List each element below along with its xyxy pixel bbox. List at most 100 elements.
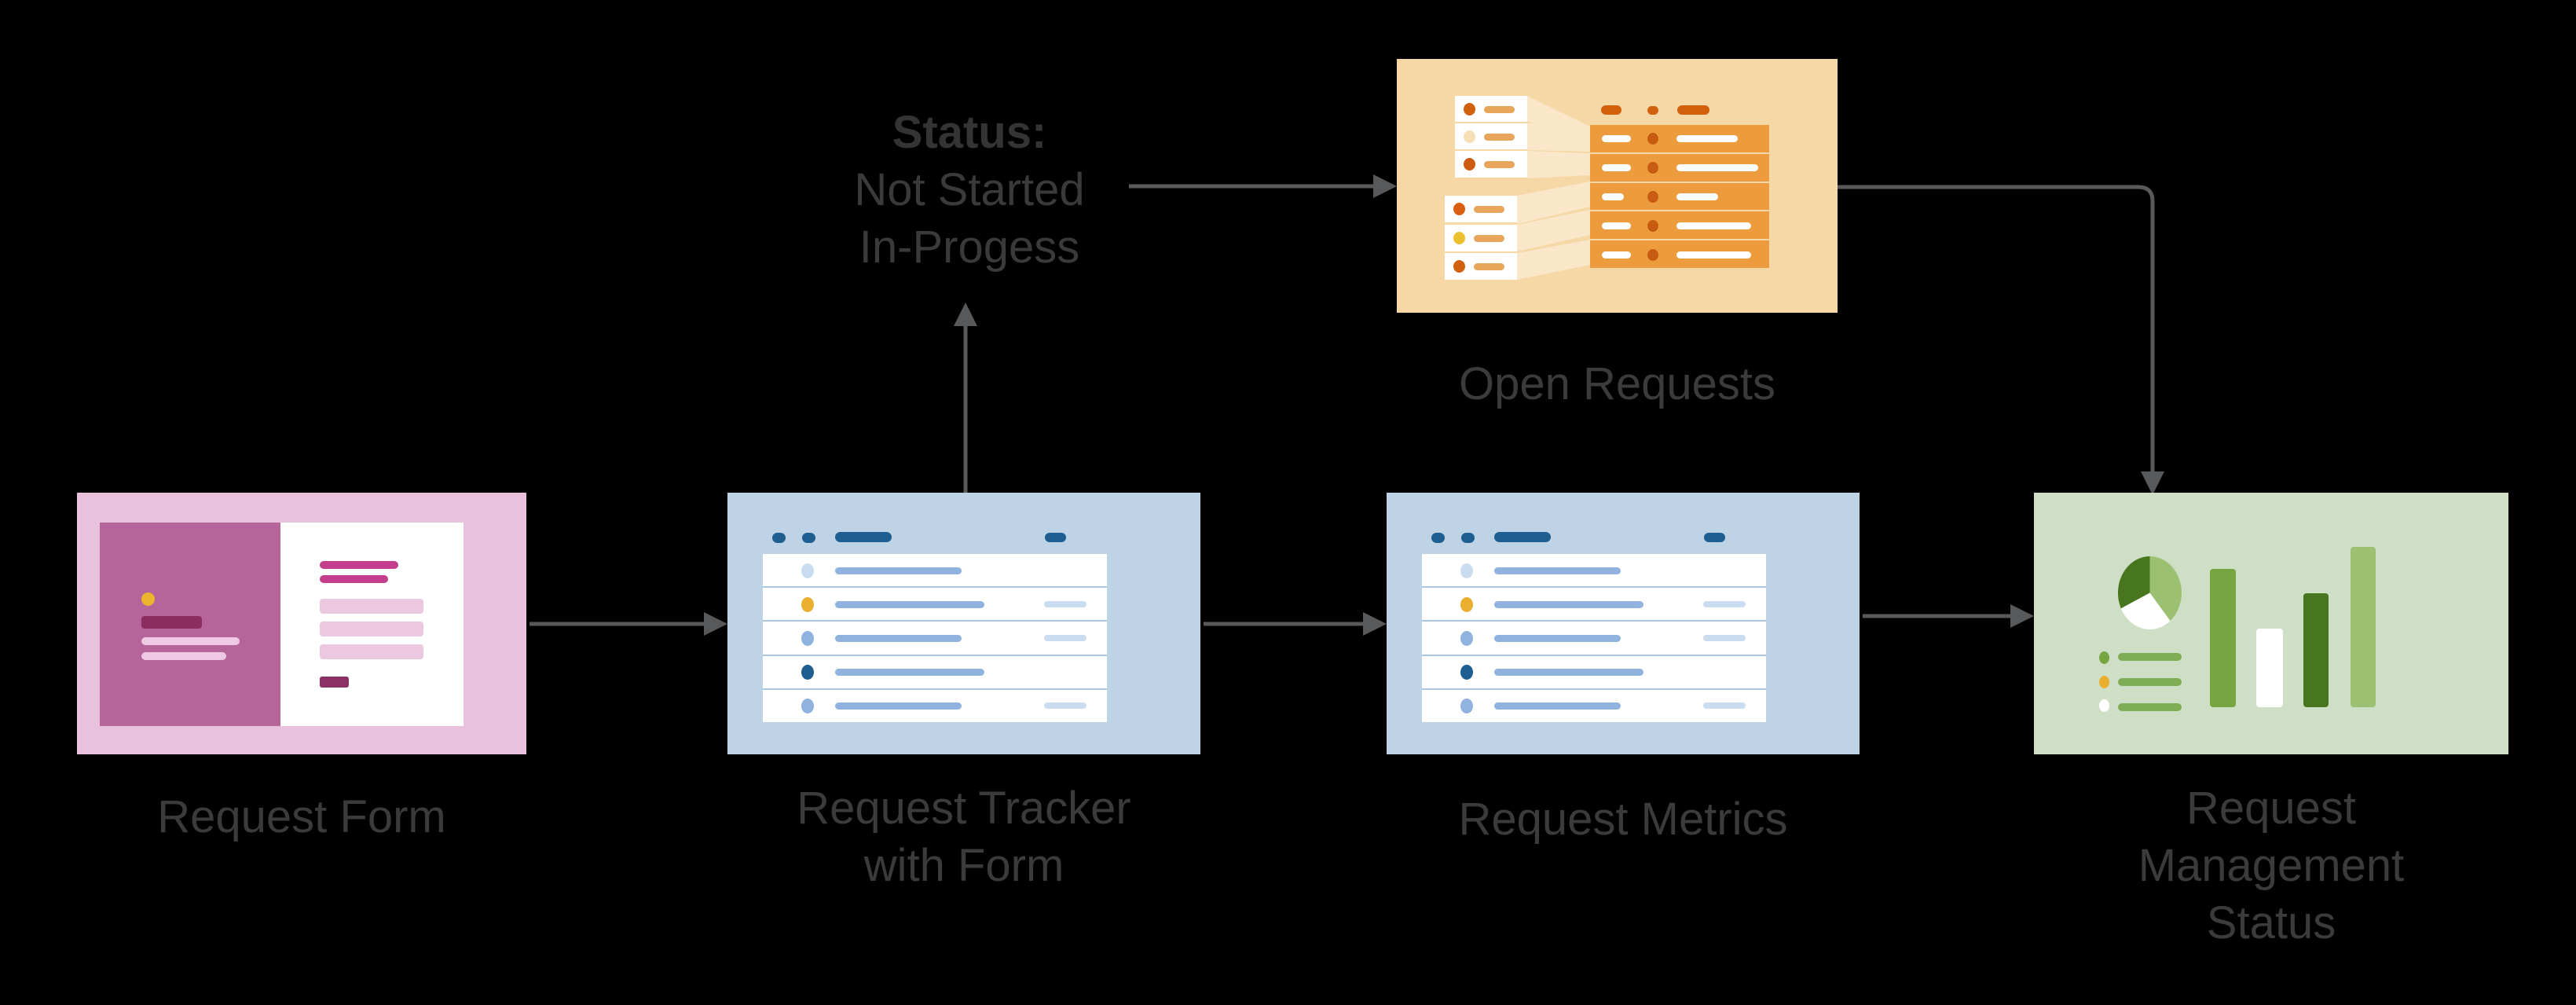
form-submit-button-shape: [320, 677, 349, 688]
cell-dot-icon: [1647, 162, 1658, 174]
cell-line: [1602, 135, 1631, 143]
table-row: [1590, 211, 1769, 240]
legend-dot-icon: [2099, 651, 2109, 664]
status-dot-icon: [1460, 665, 1473, 680]
row-text-line: [1494, 702, 1621, 710]
row-text-line: [835, 600, 984, 608]
window-dot-icon: [772, 533, 786, 543]
request-management-label-line-2: Management: [2138, 840, 2405, 891]
cell-line: [1676, 251, 1751, 259]
request-card: [1445, 253, 1517, 280]
open-requests-label: Open Requests: [1458, 358, 1776, 409]
row-text-line: [1494, 600, 1643, 608]
cell-line: [1676, 135, 1738, 143]
request-card: [1455, 96, 1527, 122]
status-dot-icon: [1464, 158, 1475, 171]
row-tag: [1703, 600, 1746, 607]
form-input-field: [320, 622, 423, 636]
open-requests-node: [1397, 59, 1838, 313]
row-text-line: [1494, 567, 1621, 574]
window-dot-icon: [1431, 533, 1445, 543]
tracker-row: [763, 655, 1107, 688]
row-tag: [1703, 635, 1746, 641]
status-annotation-line-1: Not Started: [854, 164, 1085, 215]
toolbar-button-shape: [1045, 533, 1066, 542]
metrics-row: [1422, 554, 1766, 587]
table-row: [1590, 182, 1769, 211]
row-text-line: [1494, 635, 1621, 642]
request-card: [1455, 123, 1527, 149]
legend-line: [2118, 653, 2182, 661]
cell-dot-icon: [1647, 190, 1658, 203]
request-form-node: [77, 493, 526, 754]
row-tag: [1044, 702, 1086, 710]
request-tracker-label-line-2: with Form: [863, 840, 1064, 891]
status-annotation: Status: Not Started In-Progess: [812, 104, 1127, 276]
window-dot-icon: [1461, 533, 1475, 543]
bar-chart-bar: [2351, 547, 2376, 707]
table-row: [1590, 240, 1769, 268]
metrics-row: [1422, 689, 1766, 723]
status-dot-icon: [1464, 130, 1475, 143]
metrics-row: [1422, 588, 1766, 621]
window-dot-icon: [802, 533, 815, 543]
row-text-line: [1494, 669, 1643, 677]
tracker-row: [763, 588, 1107, 621]
table-header-dash: [1601, 105, 1621, 115]
cell-line: [1602, 251, 1631, 259]
table-row: [1590, 153, 1769, 182]
status-dot-icon: [801, 699, 814, 714]
pie-chart-icon: [2118, 556, 2182, 629]
form-text-line: [141, 652, 226, 660]
request-card: [1445, 225, 1517, 251]
status-dot-icon: [801, 596, 814, 612]
form-heading-line: [320, 575, 388, 583]
row-tag: [1703, 702, 1746, 710]
cell-line: [1602, 222, 1631, 229]
card-text-line: [1484, 105, 1515, 113]
form-bullet-icon: [141, 592, 155, 606]
open-requests-table: [1590, 125, 1769, 268]
card-text-line: [1474, 235, 1504, 242]
cell-dot-icon: [1647, 248, 1658, 261]
status-dot-icon: [1460, 699, 1473, 714]
mapping-beams: [1517, 96, 1590, 280]
form-input-field: [320, 599, 423, 614]
status-annotation-heading: Status:: [892, 107, 1047, 158]
status-dot-icon: [801, 563, 814, 578]
status-dot-icon: [801, 665, 814, 680]
status-dot-icon: [1453, 260, 1465, 273]
tracker-row: [763, 554, 1107, 587]
cell-dot-icon: [1647, 219, 1658, 232]
row-text-line: [835, 669, 984, 677]
tracker-row: [763, 622, 1107, 655]
row-text-line: [835, 567, 962, 574]
cell-line: [1602, 193, 1624, 200]
table-header-dot-icon: [1647, 106, 1658, 115]
arrow-open-requests-to-management: [1838, 185, 2164, 495]
bar-chart-bar: [2210, 569, 2236, 707]
tracker-row: [763, 689, 1107, 723]
form-input-field: [320, 644, 423, 659]
request-tracker-node: [727, 493, 1200, 754]
legend-line: [2118, 678, 2182, 686]
row-text-line: [835, 635, 962, 642]
legend-line: [2118, 703, 2182, 711]
card-text-line: [1474, 206, 1504, 213]
request-card: [1455, 151, 1527, 178]
request-tracker-label: Request Tracker with Form: [727, 779, 1200, 894]
metrics-row-list: [1422, 554, 1766, 723]
request-metrics-label: Request Metrics: [1458, 794, 1788, 845]
request-management-status-node: [2034, 493, 2508, 754]
form-title-bar: [141, 616, 202, 629]
legend-dot-icon: [2099, 676, 2109, 688]
toolbar-button-shape: [1704, 533, 1725, 542]
legend-dot-icon: [2099, 699, 2109, 712]
request-card: [1445, 196, 1517, 222]
toolbar-bar: [835, 532, 892, 542]
request-form-label: Request Form: [157, 791, 446, 842]
bar-chart-bar: [2256, 629, 2283, 707]
request-management-label-line-1: Request: [2186, 783, 2357, 834]
cell-line: [1676, 164, 1758, 172]
